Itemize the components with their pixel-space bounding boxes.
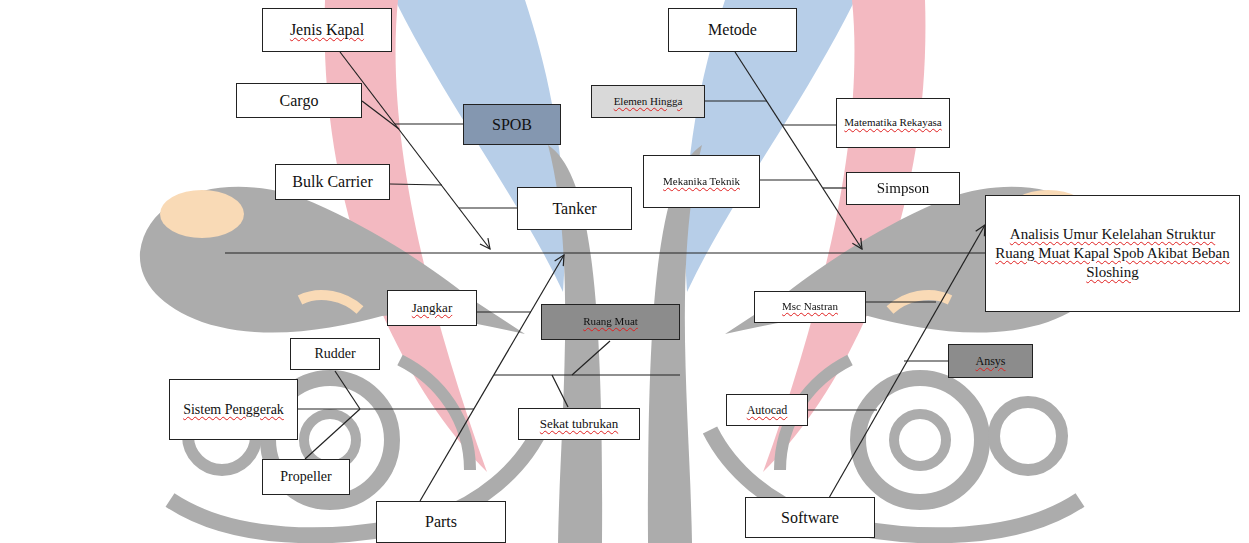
node-label: Matematika Rekayasa <box>844 116 941 130</box>
effect-box: Analisis Umur Kelelahan Struktur Ruang M… <box>985 195 1240 312</box>
spine-line <box>225 252 985 253</box>
node-label: Ruang Muat <box>583 315 638 329</box>
branch-line <box>572 341 610 375</box>
cause-box: Metode <box>668 8 797 52</box>
branch-line <box>390 184 442 185</box>
node-label: Autocad <box>747 403 788 418</box>
cause-box: Propeller <box>262 459 350 495</box>
cause-box: Mekanika Teknik <box>643 155 760 208</box>
cause-box: Sistem Penggerak <box>169 379 298 440</box>
cause-box: Cargo <box>236 83 362 118</box>
node-label: Analisis Umur Kelelahan Struktur Ruang M… <box>991 225 1234 281</box>
node-label: Ansys <box>975 354 1005 369</box>
branch-line <box>866 301 936 302</box>
branch-line <box>362 101 399 129</box>
cause-box: Elemen Hingga <box>591 85 705 118</box>
node-label: SPOB <box>492 115 532 135</box>
node-label: Software <box>781 508 839 528</box>
cause-box: Ansys <box>948 344 1033 378</box>
node-label: Parts <box>425 512 457 532</box>
branch-line <box>494 374 680 375</box>
cause-box: Msc Nastran <box>754 291 866 323</box>
branch-line <box>808 409 877 410</box>
branch-line <box>552 375 568 407</box>
branch-line <box>305 409 360 459</box>
cause-box: Autocad <box>726 394 808 426</box>
node-label: Sistem Penggerak <box>183 401 284 419</box>
branch-line <box>705 100 767 101</box>
cause-box: SPOB <box>463 104 561 145</box>
node-label: Sekat tubrukan <box>540 416 618 432</box>
node-label: Simpson <box>877 179 930 198</box>
node-label: Rudder <box>314 345 355 363</box>
branch-line <box>782 124 836 125</box>
bone-line <box>735 52 862 249</box>
node-label: Jangkar <box>412 300 452 316</box>
watermark-logo <box>140 0 1110 543</box>
branch-line <box>335 371 360 409</box>
cause-box: Matematika Rekayasa <box>836 98 950 148</box>
cause-box: Tanker <box>517 187 632 230</box>
cause-box: Sekat tubrukan <box>518 408 640 440</box>
node-label: Mekanika Teknik <box>663 175 740 189</box>
node-label: Propeller <box>280 468 331 486</box>
bone-line <box>340 52 490 249</box>
branch-line <box>298 408 474 409</box>
node-label: Cargo <box>280 91 319 111</box>
cause-box: Jenis Kapal <box>262 8 392 52</box>
cause-box: Simpson <box>846 172 960 205</box>
cause-box: Software <box>745 497 875 538</box>
node-label: Jenis Kapal <box>290 20 364 40</box>
node-label: Tanker <box>552 199 596 219</box>
cause-box: Rudder <box>290 338 380 370</box>
branch-line <box>823 187 846 188</box>
node-label: Bulk Carrier <box>292 172 372 192</box>
branch-line <box>459 207 517 208</box>
branch-line <box>760 179 818 180</box>
node-label: Metode <box>708 20 757 40</box>
cause-box: Ruang Muat <box>541 304 680 340</box>
branch-line <box>904 360 948 361</box>
branch-line <box>477 311 531 312</box>
bone-lines <box>225 52 985 501</box>
node-label: Msc Nastran <box>782 300 838 314</box>
branch-line <box>395 123 463 124</box>
cause-box: Jangkar <box>387 290 477 326</box>
cause-box: Parts <box>376 501 506 543</box>
cause-box: Bulk Carrier <box>275 164 390 200</box>
node-label: Elemen Hingga <box>614 95 683 109</box>
